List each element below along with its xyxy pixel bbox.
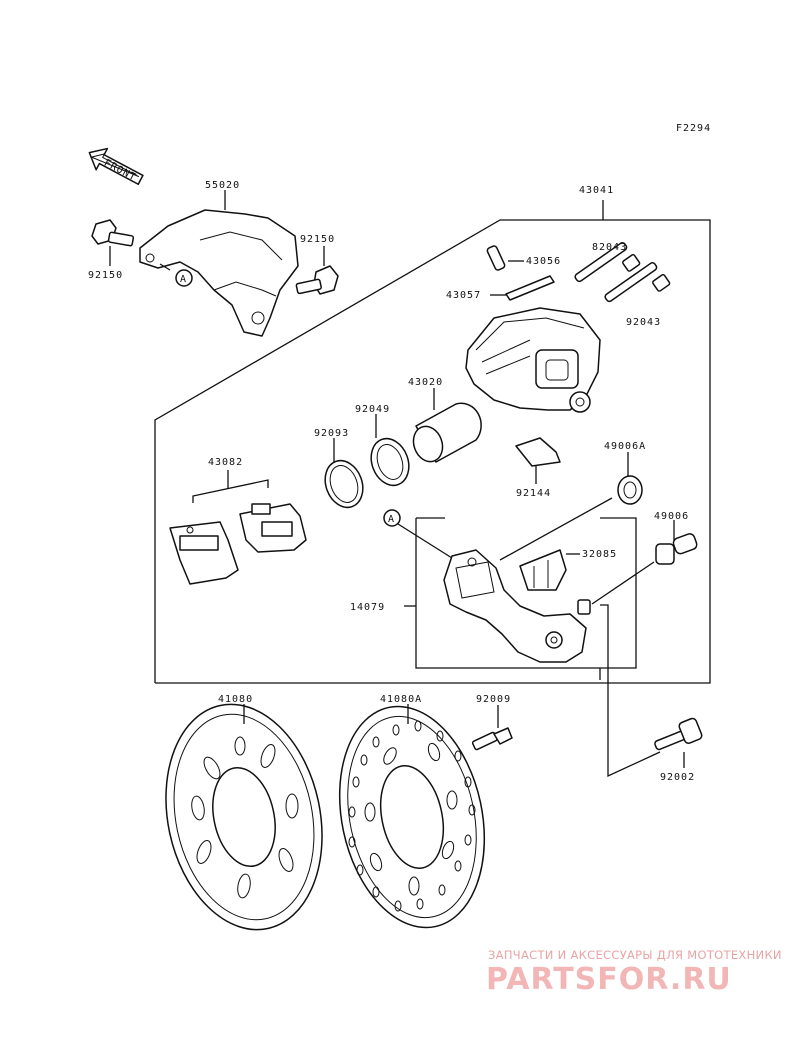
part-label-92150-right: 92150	[300, 234, 335, 245]
screw-92009	[471, 705, 513, 751]
part-label-43056: 43056	[526, 256, 561, 267]
watermark-logo: PARTSFOR.RU	[486, 962, 732, 997]
part-label-43082: 43082	[208, 457, 243, 468]
part-label-92043: 92043	[626, 317, 661, 328]
brake-disc-41080	[165, 703, 323, 931]
watermark-tagline: ЗАПЧАСТИ И АКСЕССУАРЫ ДЛЯ МОТОТЕХНИКИ	[488, 948, 782, 962]
part-label-92150-left: 92150	[88, 270, 123, 281]
diagram-code: F2294	[676, 123, 711, 134]
front-label: FRONT	[102, 158, 138, 184]
leader-92002	[600, 604, 661, 778]
boot-49006	[591, 520, 698, 605]
part-label-43041: 43041	[579, 185, 614, 196]
pin-92043	[604, 262, 671, 303]
ref-marker-a-bracket-text: A	[388, 514, 395, 525]
part-label-92009: 92009	[476, 694, 511, 705]
part-label-32085: 32085	[582, 549, 617, 560]
part-label-41080: 41080	[218, 694, 253, 705]
leader-43082	[192, 479, 269, 503]
caliper-guard-55020	[139, 190, 299, 337]
boot-49006A	[499, 452, 643, 561]
part-label-49006A: 49006A	[604, 441, 646, 452]
pad-spring-92144	[515, 437, 561, 484]
bracket-subassembly-outline	[415, 517, 637, 669]
part-label-41080A: 41080A	[380, 694, 422, 705]
ref-marker-a-bracket: A	[383, 509, 453, 559]
brake-pad-left	[169, 521, 239, 585]
part-label-92093: 92093	[314, 428, 349, 439]
bleeder-valve-43056	[486, 245, 524, 271]
ref-marker-a-guard: A	[159, 263, 193, 287]
front-arrow-icon: FRONT	[88, 147, 144, 185]
brake-pad-right	[239, 503, 307, 553]
assembly-outline	[154, 219, 711, 684]
caliper-body	[465, 307, 601, 413]
part-label-43057: 43057	[446, 290, 481, 301]
seal-92093	[324, 438, 364, 509]
ref-marker-a-guard-text: A	[180, 274, 187, 285]
part-label-43020: 43020	[408, 377, 443, 388]
pin-82043	[574, 242, 641, 283]
part-label-92002: 92002	[660, 772, 695, 783]
caliper-bracket-14079	[404, 549, 591, 663]
part-label-49006: 49006	[654, 511, 689, 522]
clip-43057	[490, 275, 555, 301]
part-label-14079: 14079	[350, 602, 385, 613]
part-label-55020: 55020	[205, 180, 240, 191]
brake-disc-41080A	[338, 704, 486, 929]
seal-92049	[370, 414, 410, 487]
bolt-92150-left	[91, 219, 135, 266]
piston-43020	[412, 388, 482, 463]
part-label-92049: 92049	[355, 404, 390, 415]
part-label-82043: 82043	[592, 242, 627, 253]
spring-32085	[519, 549, 580, 591]
bolt-92150-right	[295, 246, 339, 295]
part-label-92144: 92144	[516, 488, 551, 499]
bolt-92002	[654, 717, 703, 768]
